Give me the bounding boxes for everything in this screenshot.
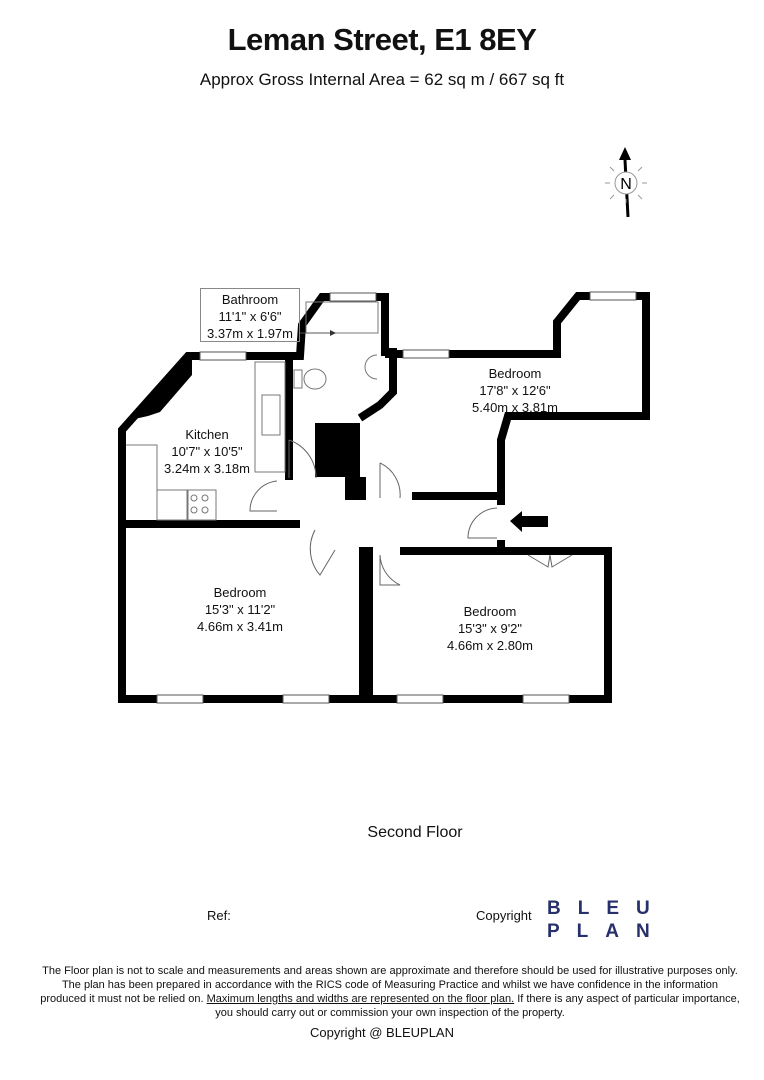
room-imperial: 15'3" x 9'2": [457, 621, 523, 636]
room-metric: 4.66m x 2.80m: [447, 638, 533, 653]
entrance-arrow-icon: [510, 511, 548, 532]
room-bedroom-left: Bedroom 15'3" x 11'2" 4.66m x 3.41m: [197, 584, 283, 635]
disclaimer-underlined: Maximum lengths and widths are represent…: [206, 993, 515, 1005]
room-metric: 3.24m x 3.18m: [164, 461, 250, 476]
wall-bedroom-bottom-right: [400, 547, 612, 703]
north-arrow-icon: N: [605, 147, 647, 218]
doors: [249, 439, 573, 586]
room-metric: 3.37m x 1.97m: [207, 326, 293, 341]
room-name: Kitchen: [185, 427, 229, 442]
compass-letter: N: [620, 176, 632, 193]
chimney-block: [315, 423, 366, 500]
room-bedroom-right: Bedroom 15'3" x 9'2" 4.66m x 2.80m: [447, 603, 533, 654]
room-imperial: 15'3" x 11'2": [204, 602, 276, 617]
room-name: Bedroom: [488, 366, 542, 381]
page-title: Leman Street, E1 8EY: [227, 22, 537, 57]
footer-copyright: Copyright @ BLEUPLAN: [310, 1025, 454, 1040]
disclaimer: The Floor plan is not to scale and measu…: [40, 964, 740, 1020]
fixtures: [126, 301, 379, 521]
room-bathroom: Bathroom 11'1" x 6'6" 3.37m x 1.97m: [207, 291, 293, 342]
wall-bedroom-top-right: [385, 292, 650, 505]
area-subtitle: Approx Gross Internal Area = 62 sq m / 6…: [199, 70, 565, 89]
room-bedroom-top-right: Bedroom 17'8" x 12'6" 5.40m x 3.81m: [472, 365, 558, 416]
room-name: Bedroom: [463, 604, 517, 619]
disclaimer-text-end: If there is any aspect of particular imp…: [215, 993, 740, 1019]
room-imperial: 10'7" x 10'5": [171, 444, 243, 459]
ref-label: Ref:: [207, 908, 231, 923]
floor-label: Second Floor: [367, 824, 463, 841]
room-metric: 5.40m x 3.81m: [472, 400, 558, 415]
kitchen-chimney-breast: [130, 360, 192, 420]
wall-bathroom: [289, 293, 397, 422]
room-metric: 4.66m x 3.41m: [197, 619, 283, 634]
room-kitchen: Kitchen 10'7" x 10'5" 3.24m x 3.18m: [164, 426, 250, 477]
bathroom-label-box: [200, 288, 300, 342]
room-name: Bedroom: [213, 585, 267, 600]
copyright-label: Copyright: [476, 908, 532, 923]
logo-line1: BLEU: [547, 898, 667, 919]
windows: [156, 291, 637, 704]
disclaimer-text: The Floor plan is not to scale and measu…: [40, 965, 738, 1005]
logo-line2: PLAN: [547, 921, 667, 942]
room-imperial: 17'8" x 12'6": [479, 383, 551, 398]
room-name: Bathroom: [221, 292, 279, 307]
room-imperial: 11'1" x 6'6": [218, 309, 282, 324]
